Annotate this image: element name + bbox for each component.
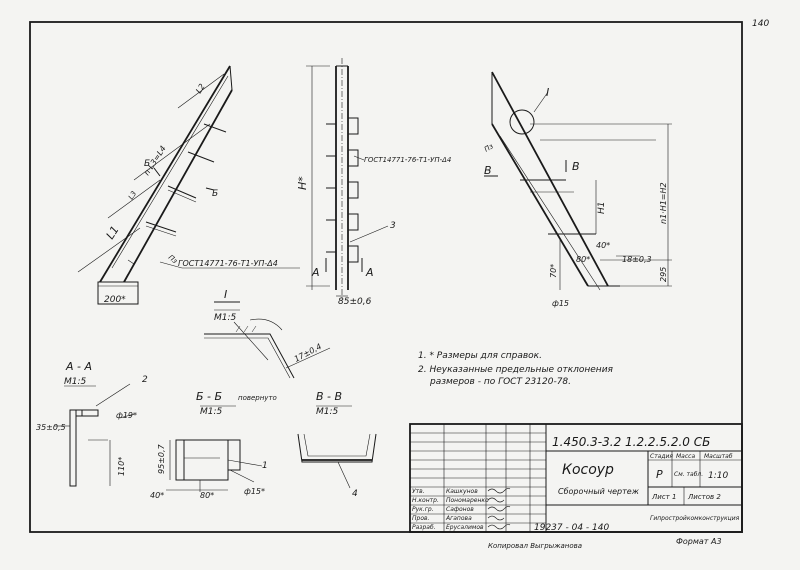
- signature-scribble-1: [487, 497, 505, 503]
- scale-header: Масштаб: [704, 453, 733, 460]
- callout-3: 3: [390, 221, 396, 231]
- section-bb-dim-80: 80*: [200, 491, 214, 500]
- dim-h: H*: [296, 176, 309, 190]
- sig-name-2: Сафонов: [446, 506, 474, 513]
- section-bb-dim-40: 40*: [150, 491, 164, 500]
- sheets-count: Листов 2: [687, 493, 721, 501]
- section-vv-scale: М1:5: [316, 407, 339, 417]
- dim-l2: L2: [194, 82, 207, 95]
- section-mark-a-right: A: [365, 266, 374, 279]
- sig-role-0: Утв.: [412, 488, 425, 495]
- callout-1: 1: [262, 461, 268, 471]
- sig-name-1: Пономаренко: [446, 497, 489, 504]
- dim-phi15: ф15: [552, 299, 569, 308]
- dim-70: 70*: [549, 264, 558, 278]
- stamp-number: 19237 - 04 - 140: [534, 523, 609, 533]
- signature-scribble-2: [487, 506, 511, 512]
- section-vv: В - В М1:5 4: [297, 390, 377, 499]
- section-aa-dim-phi19: ф19*: [116, 411, 137, 420]
- note-2: 2. Неуказанные предельные отклонения: [418, 365, 614, 375]
- section-aa-title: А - А: [65, 360, 92, 373]
- signature-scribble-0: [487, 488, 511, 494]
- section-bb-scale: М1:5: [200, 407, 223, 417]
- sig-role-2: Рук.гр.: [412, 506, 434, 513]
- drawing-subtitle: Сборочный чертеж: [558, 487, 640, 496]
- stage-value: Р: [656, 468, 663, 481]
- view-right: I В В Пз H1 n1·H1=H2 70* 80* 40* 18±0,3 …: [483, 71, 672, 308]
- section-bb: Б - Б повернуто М1:5 95±0,7 40* 80* ф15*…: [150, 390, 277, 500]
- section-mark-b-left: Б: [144, 159, 150, 169]
- format-label: Формат А3: [676, 537, 722, 546]
- weld-note-left: ГОСТ14771-76-Т1-УП-Δ4: [178, 259, 278, 268]
- section-bb-title: Б - Б: [196, 390, 222, 403]
- dim-40: 40*: [596, 241, 610, 250]
- note-1: 1. * Размеры для справок.: [418, 351, 542, 361]
- section-mark-v-left: В: [484, 164, 492, 177]
- section-aa-scale: М1:5: [64, 377, 87, 387]
- sig-role-4: Разраб.: [412, 524, 436, 531]
- dim-h1: H1: [597, 202, 607, 215]
- detail-i: I М1:5 17±0,4: [204, 288, 331, 379]
- title-block: 1.450.3-3.2 1.2.2.5.2.0 СБ Косоур Сбороч…: [409, 423, 743, 533]
- sig-role-1: Н.контр.: [412, 497, 439, 504]
- weld-note-middle: ГОСТ14771-76-Т1-УП-Δ4: [364, 156, 451, 164]
- sig-name-4: Ерусалимов: [446, 524, 484, 531]
- sheet-number: Лист 1: [651, 493, 676, 501]
- dim-200: 200*: [104, 295, 126, 305]
- sig-name-3: Агапова: [445, 515, 472, 522]
- section-bb-dim-95: 95±0,7: [157, 443, 166, 474]
- drawing-code: 1.450.3-3.2 1.2.2.5.2.0 СБ: [552, 435, 710, 449]
- drawing-frame: [29, 21, 743, 533]
- section-aa-dim-110: 110*: [117, 457, 126, 476]
- detail-i-scale: М1:5: [214, 313, 237, 323]
- notes: 1. * Размеры для справок. 2. Неуказанные…: [418, 351, 614, 387]
- mass-header: Масса: [676, 453, 695, 460]
- section-mark-b-right: Б: [212, 189, 218, 199]
- note-3: размеров - по ГОСТ 23120-78.: [429, 377, 571, 387]
- dim-80: 80*: [576, 255, 590, 264]
- dim-l1: L1: [104, 224, 122, 242]
- drawing-title: Косоур: [562, 462, 614, 478]
- section-bb-dim-phi15: ф15*: [244, 487, 265, 496]
- sig-role-3: Пров.: [412, 515, 430, 522]
- section-mark-a-left: A: [311, 266, 320, 279]
- dim-18: 18±0,3: [622, 255, 652, 264]
- section-mark-v-right: В: [572, 160, 580, 173]
- signature-scribble-3: [487, 515, 505, 521]
- mark-pz-right: Пз: [483, 142, 495, 154]
- sig-name-0: Кашкунов: [446, 488, 478, 495]
- section-vv-title: В - В: [316, 390, 342, 403]
- section-aa: А - А М1:5 35±0,5 110* ф19* 2: [36, 360, 148, 487]
- page-number: 140: [752, 19, 769, 29]
- dim-85: 85±0,6: [338, 297, 372, 307]
- copied-by: Копировал Выгрыжанова: [488, 542, 582, 550]
- callout-4: 4: [352, 489, 358, 499]
- scale-value: 1:10: [708, 471, 728, 481]
- signature-scribble-4: [487, 524, 511, 530]
- detail-mark-i: I: [546, 86, 549, 99]
- dim-l3: L3: [127, 190, 138, 201]
- view-middle: H* 85±0,6 A A 3 ГОСТ14771-76-Т1-УП-Δ4: [296, 58, 451, 307]
- dim-n1h1: n1·H1=H2: [659, 182, 668, 224]
- callout-2: 2: [142, 375, 148, 385]
- section-bb-note: повернуто: [238, 394, 277, 402]
- organization: Гипростройкомконструкция: [650, 515, 740, 522]
- stage-header: Стадия: [650, 453, 673, 460]
- section-aa-dim-35: 35±0,5: [36, 423, 66, 432]
- dim-295: 295: [659, 267, 668, 282]
- view-left: L1 L3 n·L3=L4 L2 200* Б Б Пз ГОСТ14771-7…: [77, 65, 300, 305]
- mass-value: См. табл.: [674, 471, 703, 478]
- detail-i-title: I: [224, 288, 227, 301]
- detail-i-dim: 17±0,4: [293, 342, 323, 364]
